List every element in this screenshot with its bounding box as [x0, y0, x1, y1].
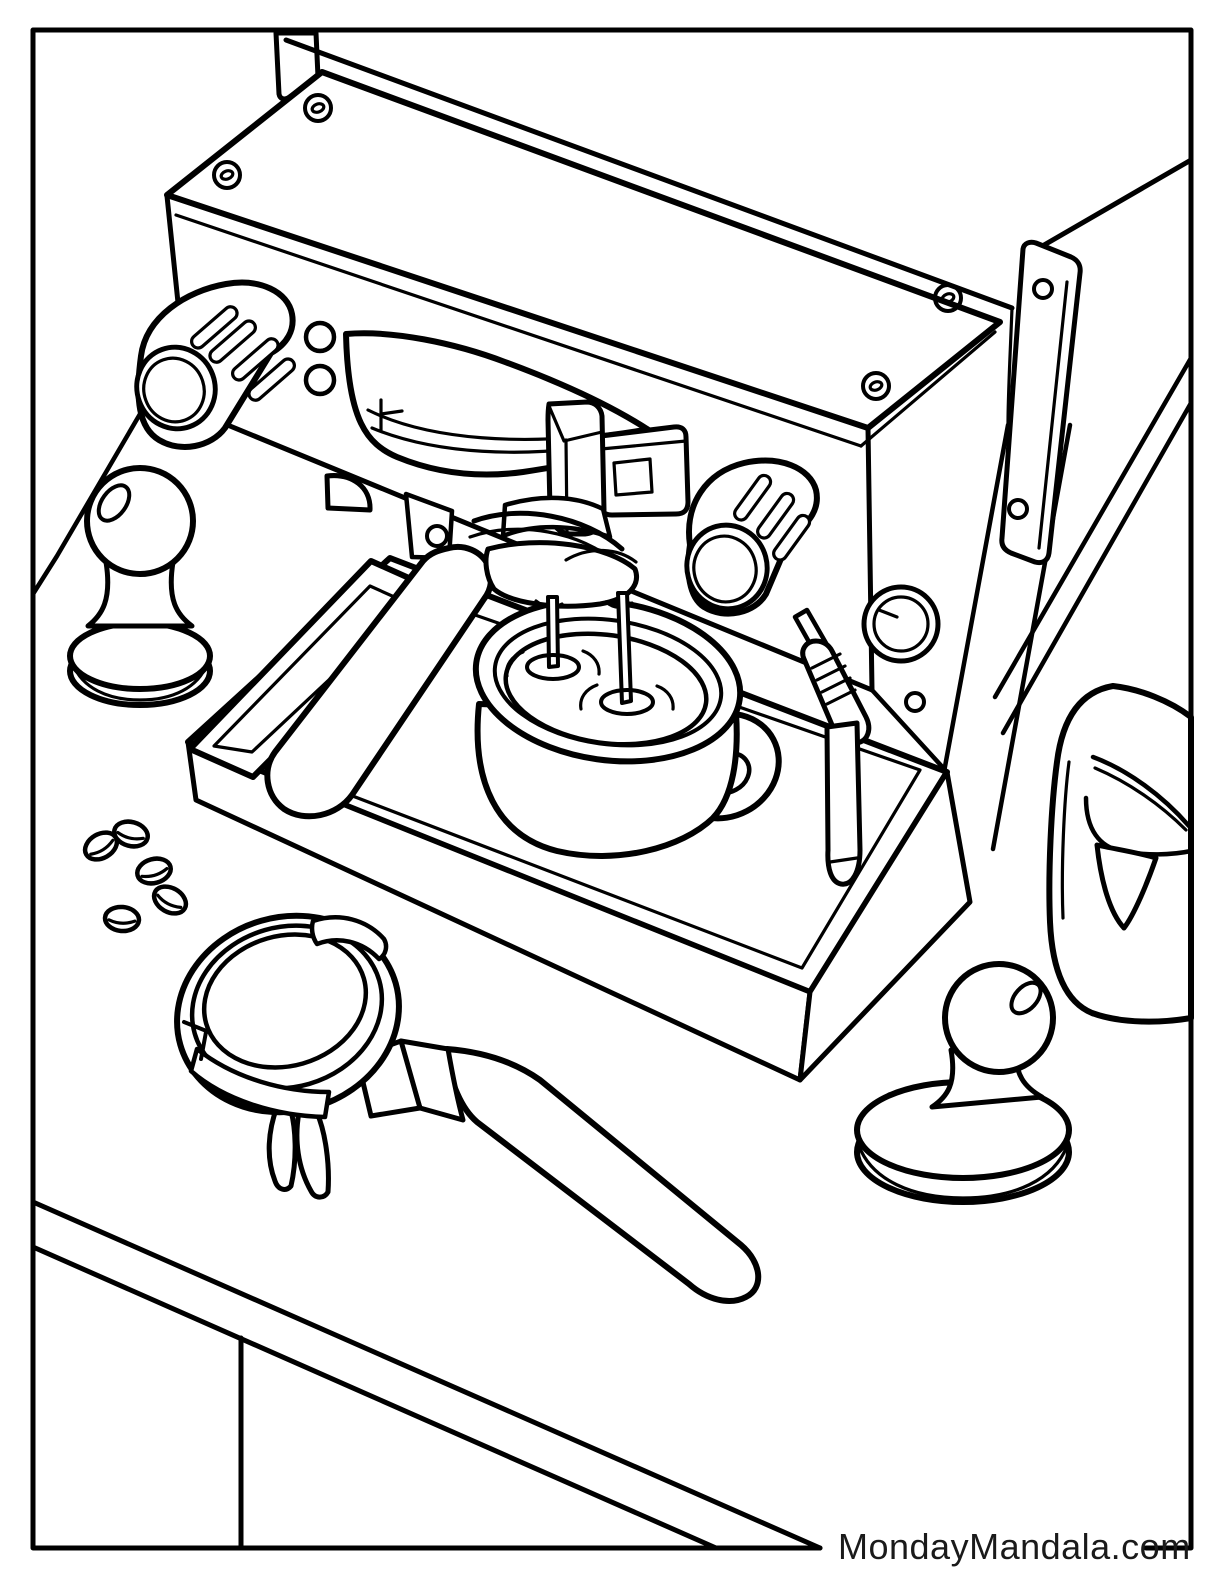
side-bracket [999, 239, 1083, 566]
portafilter-coffee-basket [201, 932, 369, 1070]
group-head [264, 495, 675, 820]
tamper-knob [942, 961, 1056, 1075]
wand-tip [824, 720, 863, 887]
side-screw [904, 691, 926, 713]
portafilter-lug [188, 1046, 332, 1120]
page-frame [30, 27, 1194, 1551]
group-collar [471, 510, 625, 552]
espresso-streams [505, 591, 675, 716]
watermark-text: MondayMandala.com [838, 1526, 1191, 1567]
table-back-left-corner [30, 411, 143, 597]
espresso-machine [134, 30, 1194, 713]
tray-right-face [797, 769, 973, 1083]
lid-screws [212, 93, 963, 401]
portafilter-spout-left [266, 1104, 298, 1192]
milk-pitcher [1046, 683, 1194, 1025]
right-steam-knob [684, 457, 820, 617]
coffee-tamper-left [67, 465, 213, 708]
lid-lip-front [174, 213, 863, 448]
table-front-edge-top [30, 1199, 823, 1551]
tamper-knob [84, 465, 196, 577]
back-panel-right-edge [1029, 157, 1194, 255]
back-panel-side-line [1006, 306, 1014, 426]
pitcher-spout [1094, 842, 1159, 931]
portafilter-with-handle [174, 912, 762, 1304]
panel-buttons [303, 320, 337, 397]
attached-portafilter-body [483, 540, 639, 609]
steam-wand [792, 607, 872, 887]
machine-foot [324, 473, 373, 513]
table-back-right-edge-a [992, 355, 1194, 700]
coffee-beans [82, 819, 189, 934]
left-steam-knob [134, 279, 296, 450]
coffee-tamper-right [854, 961, 1072, 1205]
table-front-edge-bottom [30, 1244, 719, 1551]
machine-base-corner [869, 687, 950, 775]
gauge-needle [877, 608, 899, 619]
portafilter-tab [309, 915, 389, 962]
portafilter-spout-right [294, 1109, 331, 1200]
back-panel-top-edge [283, 37, 1015, 311]
table-right-edge-a [941, 422, 1011, 775]
machine-top-lid [164, 69, 1003, 431]
pressure-gauge [861, 584, 941, 713]
portafilter-handle-grip [444, 1046, 762, 1304]
lever-end-bracket [598, 424, 691, 518]
table-back-right-edge-b [1000, 400, 1194, 736]
lid-lip-right [859, 330, 997, 448]
